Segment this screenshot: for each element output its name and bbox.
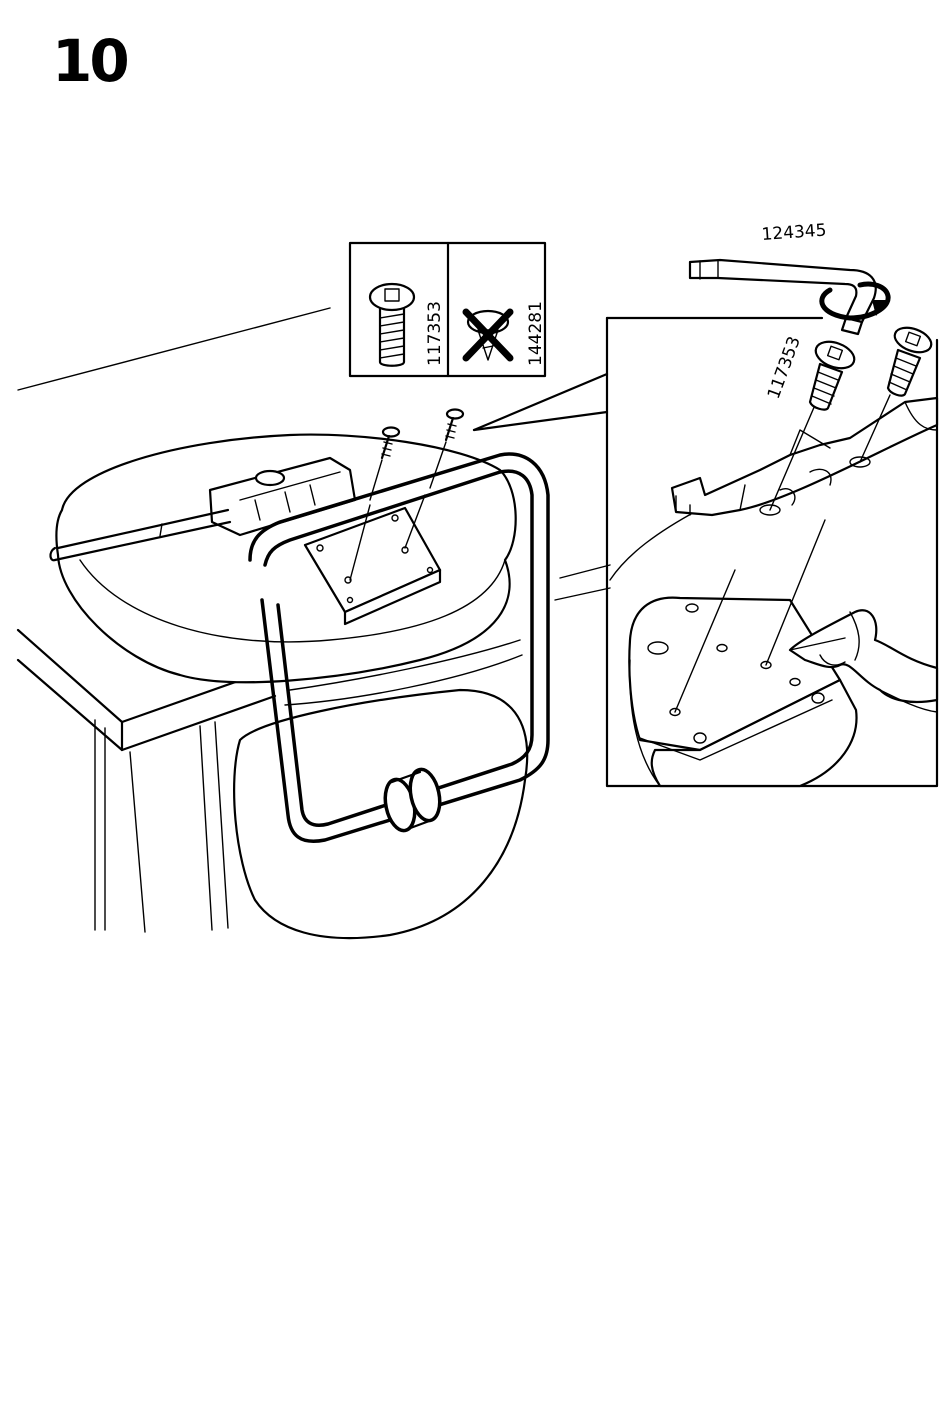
crossed-out-screw-icon bbox=[466, 311, 510, 360]
screw-icon bbox=[810, 337, 858, 410]
rejected-screw-code: 144281 bbox=[526, 301, 546, 366]
screw-icon bbox=[370, 284, 414, 366]
allowed-screw-code: 117353 bbox=[425, 301, 445, 366]
allen-key-icon bbox=[690, 260, 876, 334]
allen-key-code: 124345 bbox=[761, 221, 827, 245]
screw-icon bbox=[888, 323, 935, 395]
detail-screw-code: 117353 bbox=[764, 334, 805, 402]
chair-back-cushion bbox=[234, 640, 527, 938]
parts-box: 117353 144281 bbox=[350, 243, 546, 376]
detail-view: 117353 124345 bbox=[607, 221, 937, 786]
